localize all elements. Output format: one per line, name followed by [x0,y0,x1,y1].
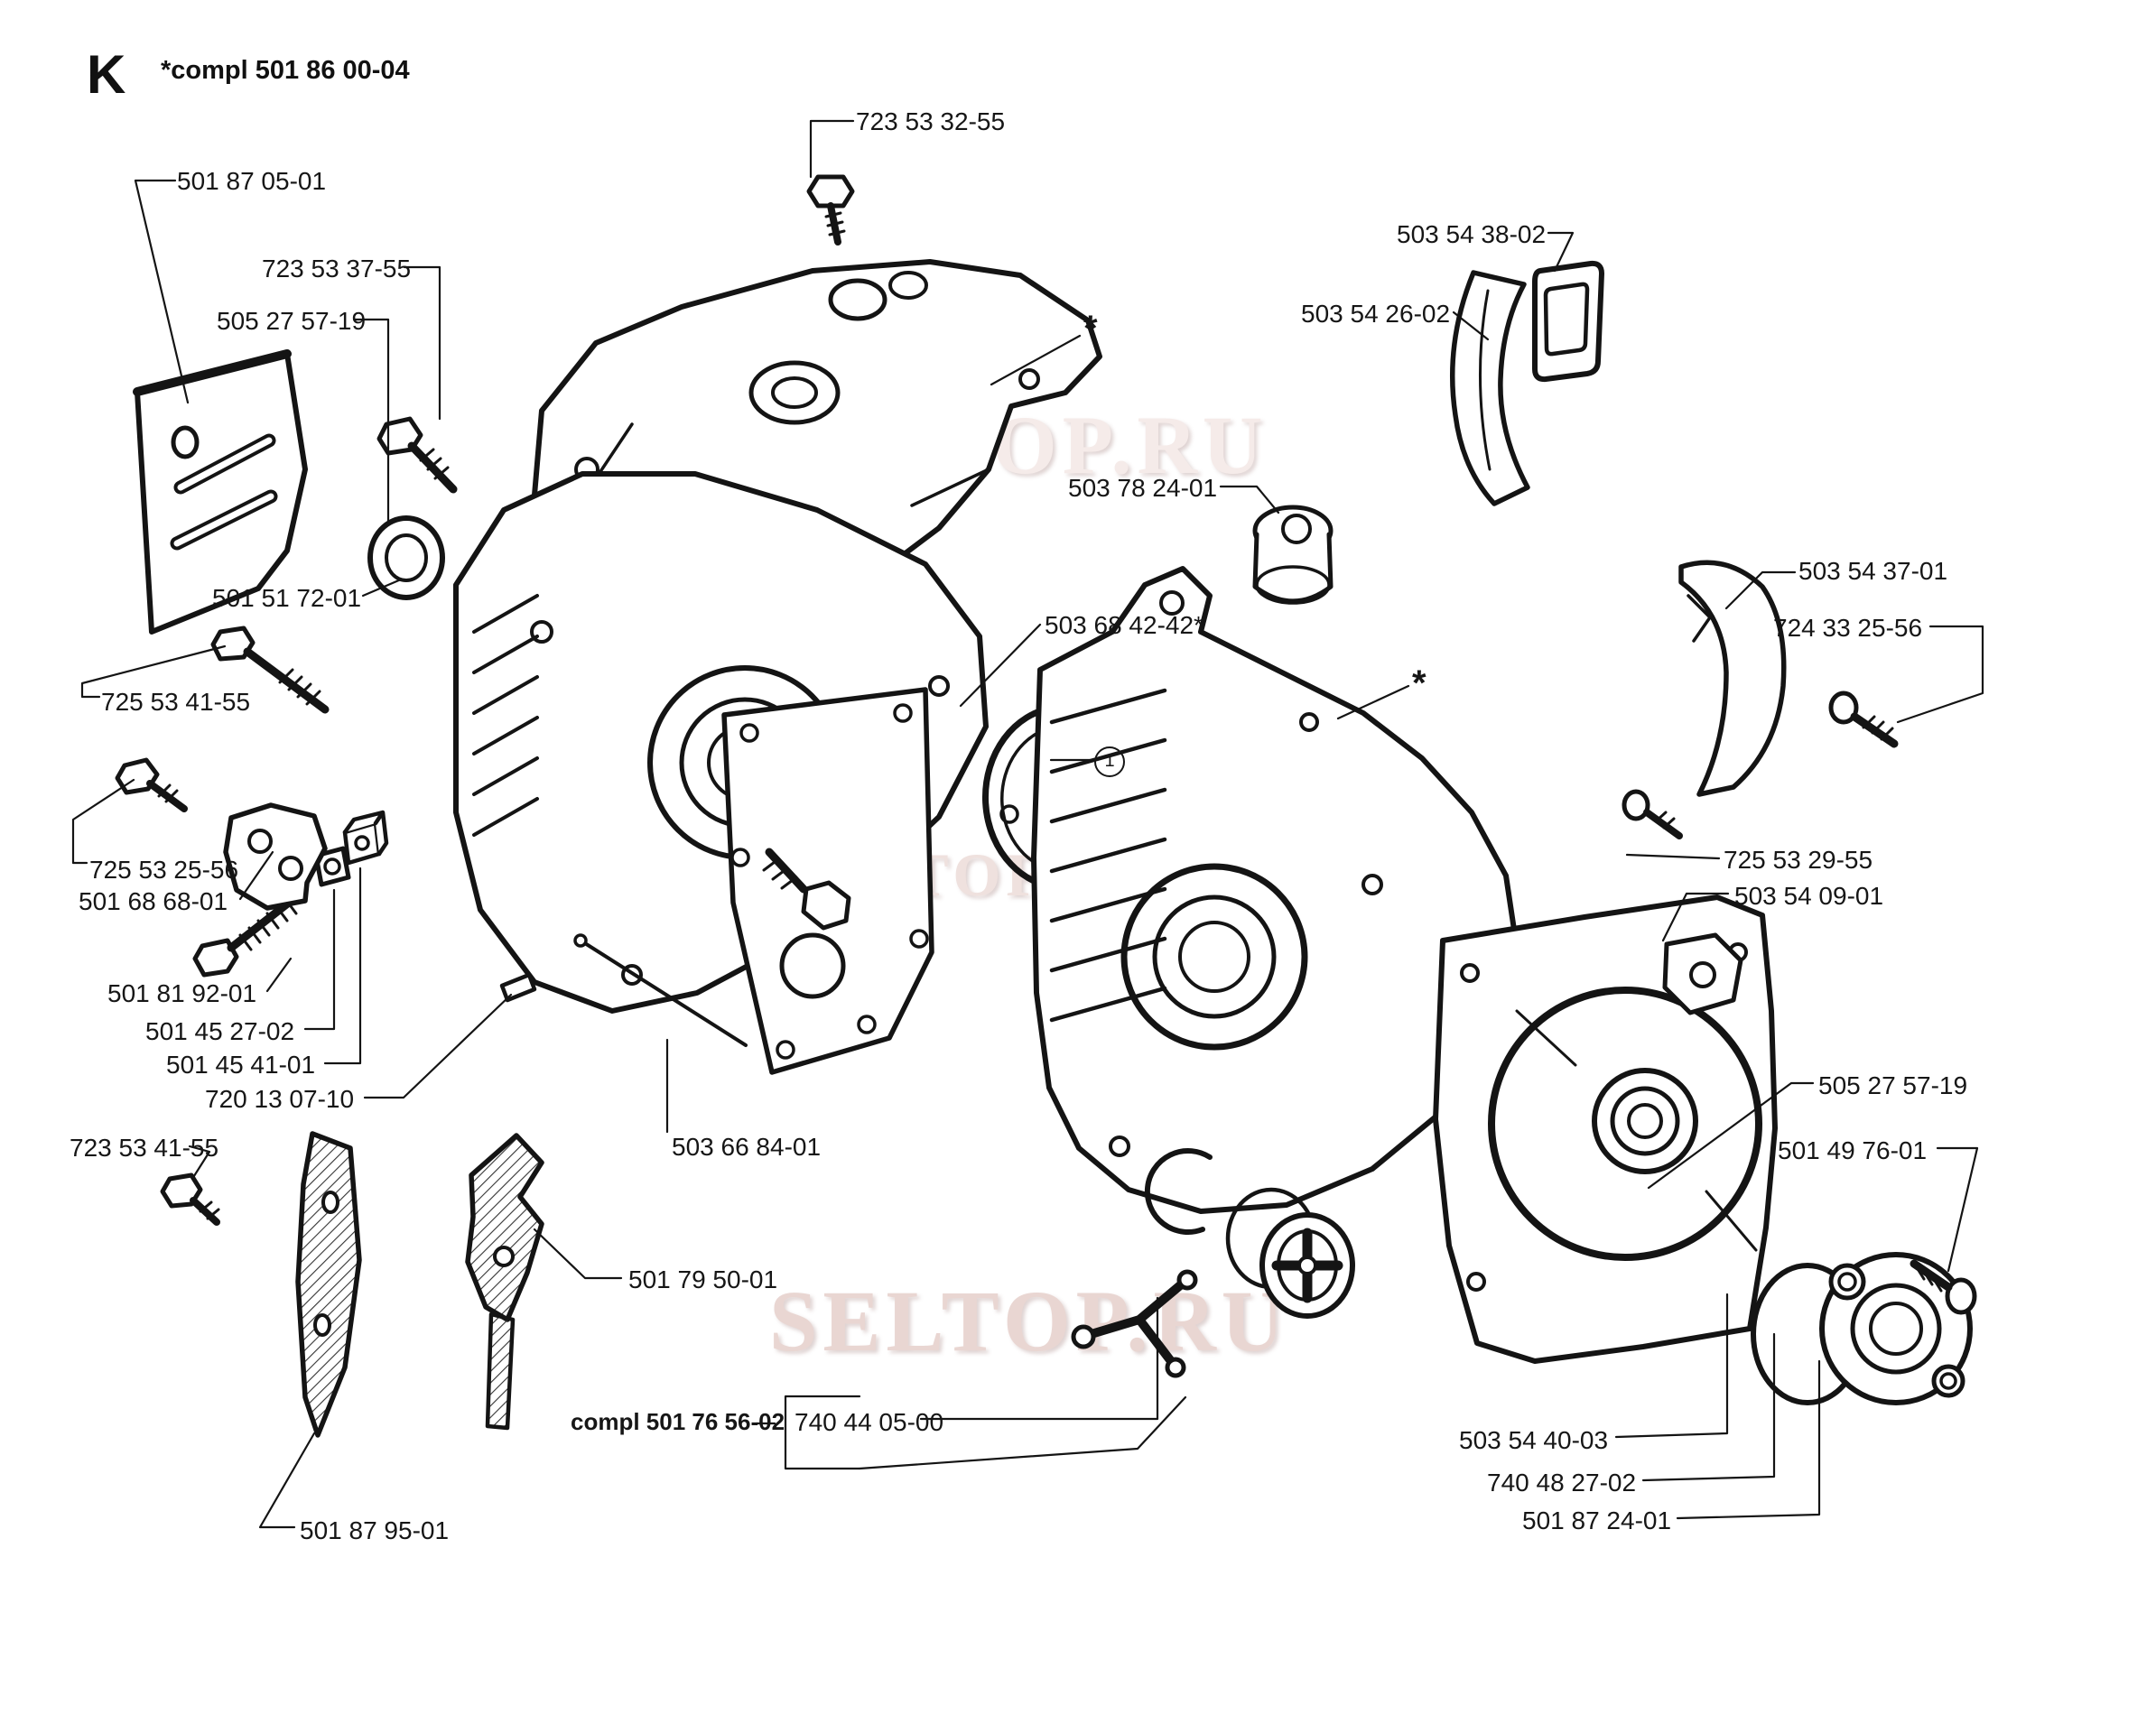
label-740-44-05-00: 740 44 05-00 [795,1408,944,1436]
label-501-45-27-02: 501 45 27-02 [145,1017,295,1045]
asterisk-marker: * [1083,309,1098,348]
label-503-54-37-01: 503 54 37-01 [1798,557,1948,585]
chain-catcher-blade-drawing [295,1131,362,1438]
case-screw-drawing [1622,789,1683,839]
asterisk-marker: * [1412,663,1426,703]
label-501-81-92-01: 501 81 92-01 [107,979,257,1007]
oil-pump-housing-drawing [1751,1252,1973,1405]
label-503-54-26-02: 503 54 26-02 [1301,300,1451,328]
label-503-54-38-02: 503 54 38-02 [1397,220,1547,248]
tank-grommet-drawing [1252,505,1334,605]
label-compl-501-76-56-02: compl 501 76 56-02 [571,1408,785,1435]
gasket-hex-bolt-drawing [762,848,851,931]
label-723-53-41-55-bottom: 723 53 41-55 [70,1134,219,1162]
label-503-78-24-01: 503 78 24-01 [1068,474,1218,502]
label-505-27-57-19-right: 505 27 57-19 [1818,1071,1968,1099]
oil-pump-assembly-drawing [1071,1148,1355,1378]
label-501-51-72-01: 501 51 72-01 [212,584,362,612]
rubber-buffer-drawing [1662,932,1743,1015]
top-bolt-drawing [806,174,855,246]
label-723-53-37-55: 723 53 37-55 [262,255,412,283]
label-503-54-09-01: 503 54 09-01 [1734,882,1884,910]
label-505-27-57-19: 505 27 57-19 [217,307,367,335]
duct-gasket-plate-drawing [1532,260,1604,383]
label-501-87-95-01: 501 87 95-01 [300,1516,450,1544]
label-720-13-07-10: 720 13 07-10 [205,1085,355,1113]
label-501-87-05-01: 501 87 05-01 [177,167,327,195]
oil-pickup-rod-drawing [573,933,748,1047]
label-740-48-27-02: 740 48 27-02 [1487,1469,1637,1497]
bumper-spike-drawing [465,1133,544,1431]
square-nut-drawing [342,810,389,866]
dowel-pin-drawing [499,972,537,1003]
curved-cover-drawing [1678,560,1787,797]
section-letter: K [87,44,126,105]
square-washer-drawing [313,846,351,887]
watermark: SELTOP.RU [769,1273,1290,1369]
label-725-53-29-55: 725 53 29-55 [1724,846,1873,874]
assembly-note: *compl 501 86 00-04 [161,56,410,85]
felling-dog-bracket-drawing [223,802,328,911]
label-501-68-68-01: 501 68 68-01 [79,887,228,915]
leader-lines [71,119,1984,1529]
long-bolt-upper-drawing [210,626,330,714]
label-501-87-24-01: 501 87 24-01 [1522,1506,1672,1534]
label-501-45-41-01: 501 45 41-01 [166,1051,316,1079]
oil-seal-drawing [367,515,445,600]
label-723-53-32-55: 723 53 32-55 [856,107,1006,135]
bottom-left-bolt-drawing [160,1173,220,1226]
label-503-66-84-01: 503 66 84-01 [672,1133,822,1161]
label-503-68-42-42: 503 68 42-42* [1045,611,1203,639]
circled-index-1: 1 [1094,746,1125,777]
pump-screw-drawing [1910,1259,1977,1315]
label-503-54-40-03: 503 54 40-03 [1459,1426,1609,1454]
label-725-53-41-55: 725 53 41-55 [101,688,251,716]
label-725-53-25-56: 725 53 25-56 [89,856,239,884]
label-501-79-50-01: 501 79 50-01 [628,1265,778,1293]
air-duct-drawing [1450,270,1530,506]
label-501-49-76-01: 501 49 76-01 [1778,1136,1928,1164]
front-bolt-drawing [376,416,458,494]
label-724-33-25-56: 724 33 25-56 [1773,614,1923,642]
guide-bar-plate-drawing [133,349,308,635]
cover-screw-drawing [1828,691,1899,748]
